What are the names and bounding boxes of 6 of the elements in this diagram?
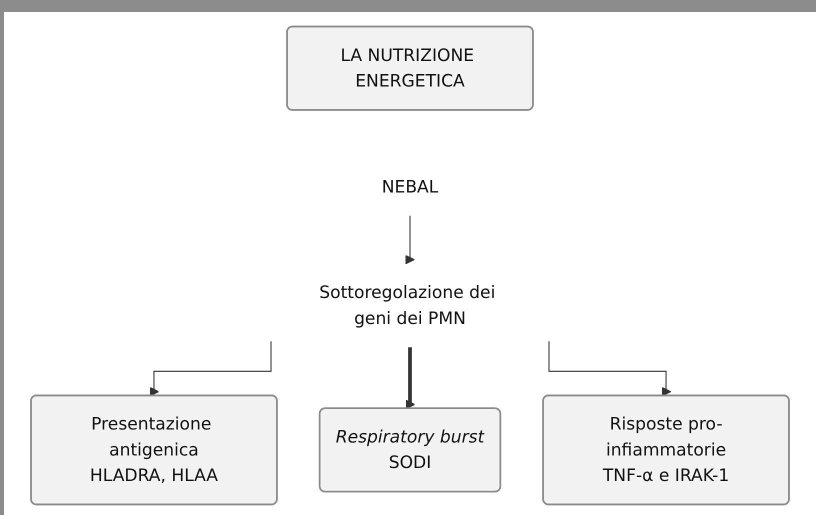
node-text: NEBAL <box>382 176 438 197</box>
arrow <box>406 347 416 410</box>
arrow <box>150 341 272 396</box>
arrow <box>548 341 672 396</box>
arrow <box>405 216 415 264</box>
node-text: Sottoregolazione dei geni dei PMN <box>319 282 496 328</box>
